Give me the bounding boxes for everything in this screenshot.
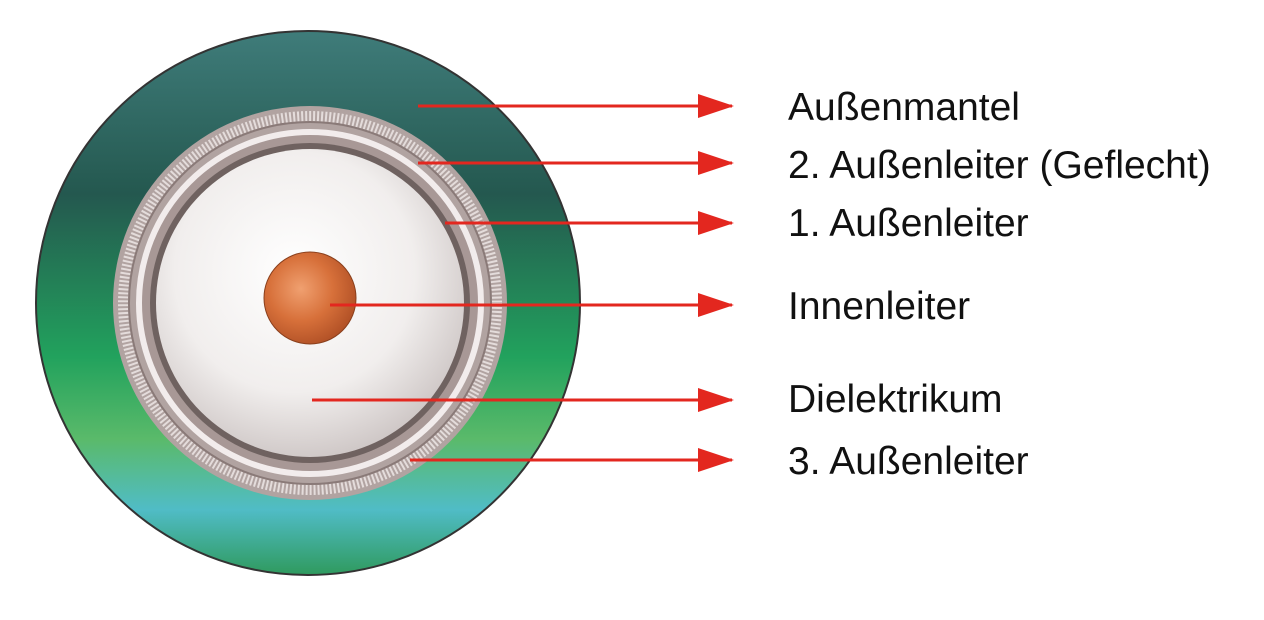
label-first-outer-conductor: 1. Außenleiter (788, 202, 1029, 245)
label-third-outer-conductor: 3. Außenleiter (788, 440, 1029, 483)
label-second-outer-conductor: 2. Außenleiter (Geflecht) (788, 144, 1211, 187)
label-inner-conductor: Innenleiter (788, 285, 971, 328)
label-dielectric: Dielektrikum (788, 378, 1003, 421)
braid-shield (118, 111, 502, 495)
label-outer-jacket: Außenmantel (788, 86, 1020, 129)
inner-conductor (263, 251, 357, 345)
